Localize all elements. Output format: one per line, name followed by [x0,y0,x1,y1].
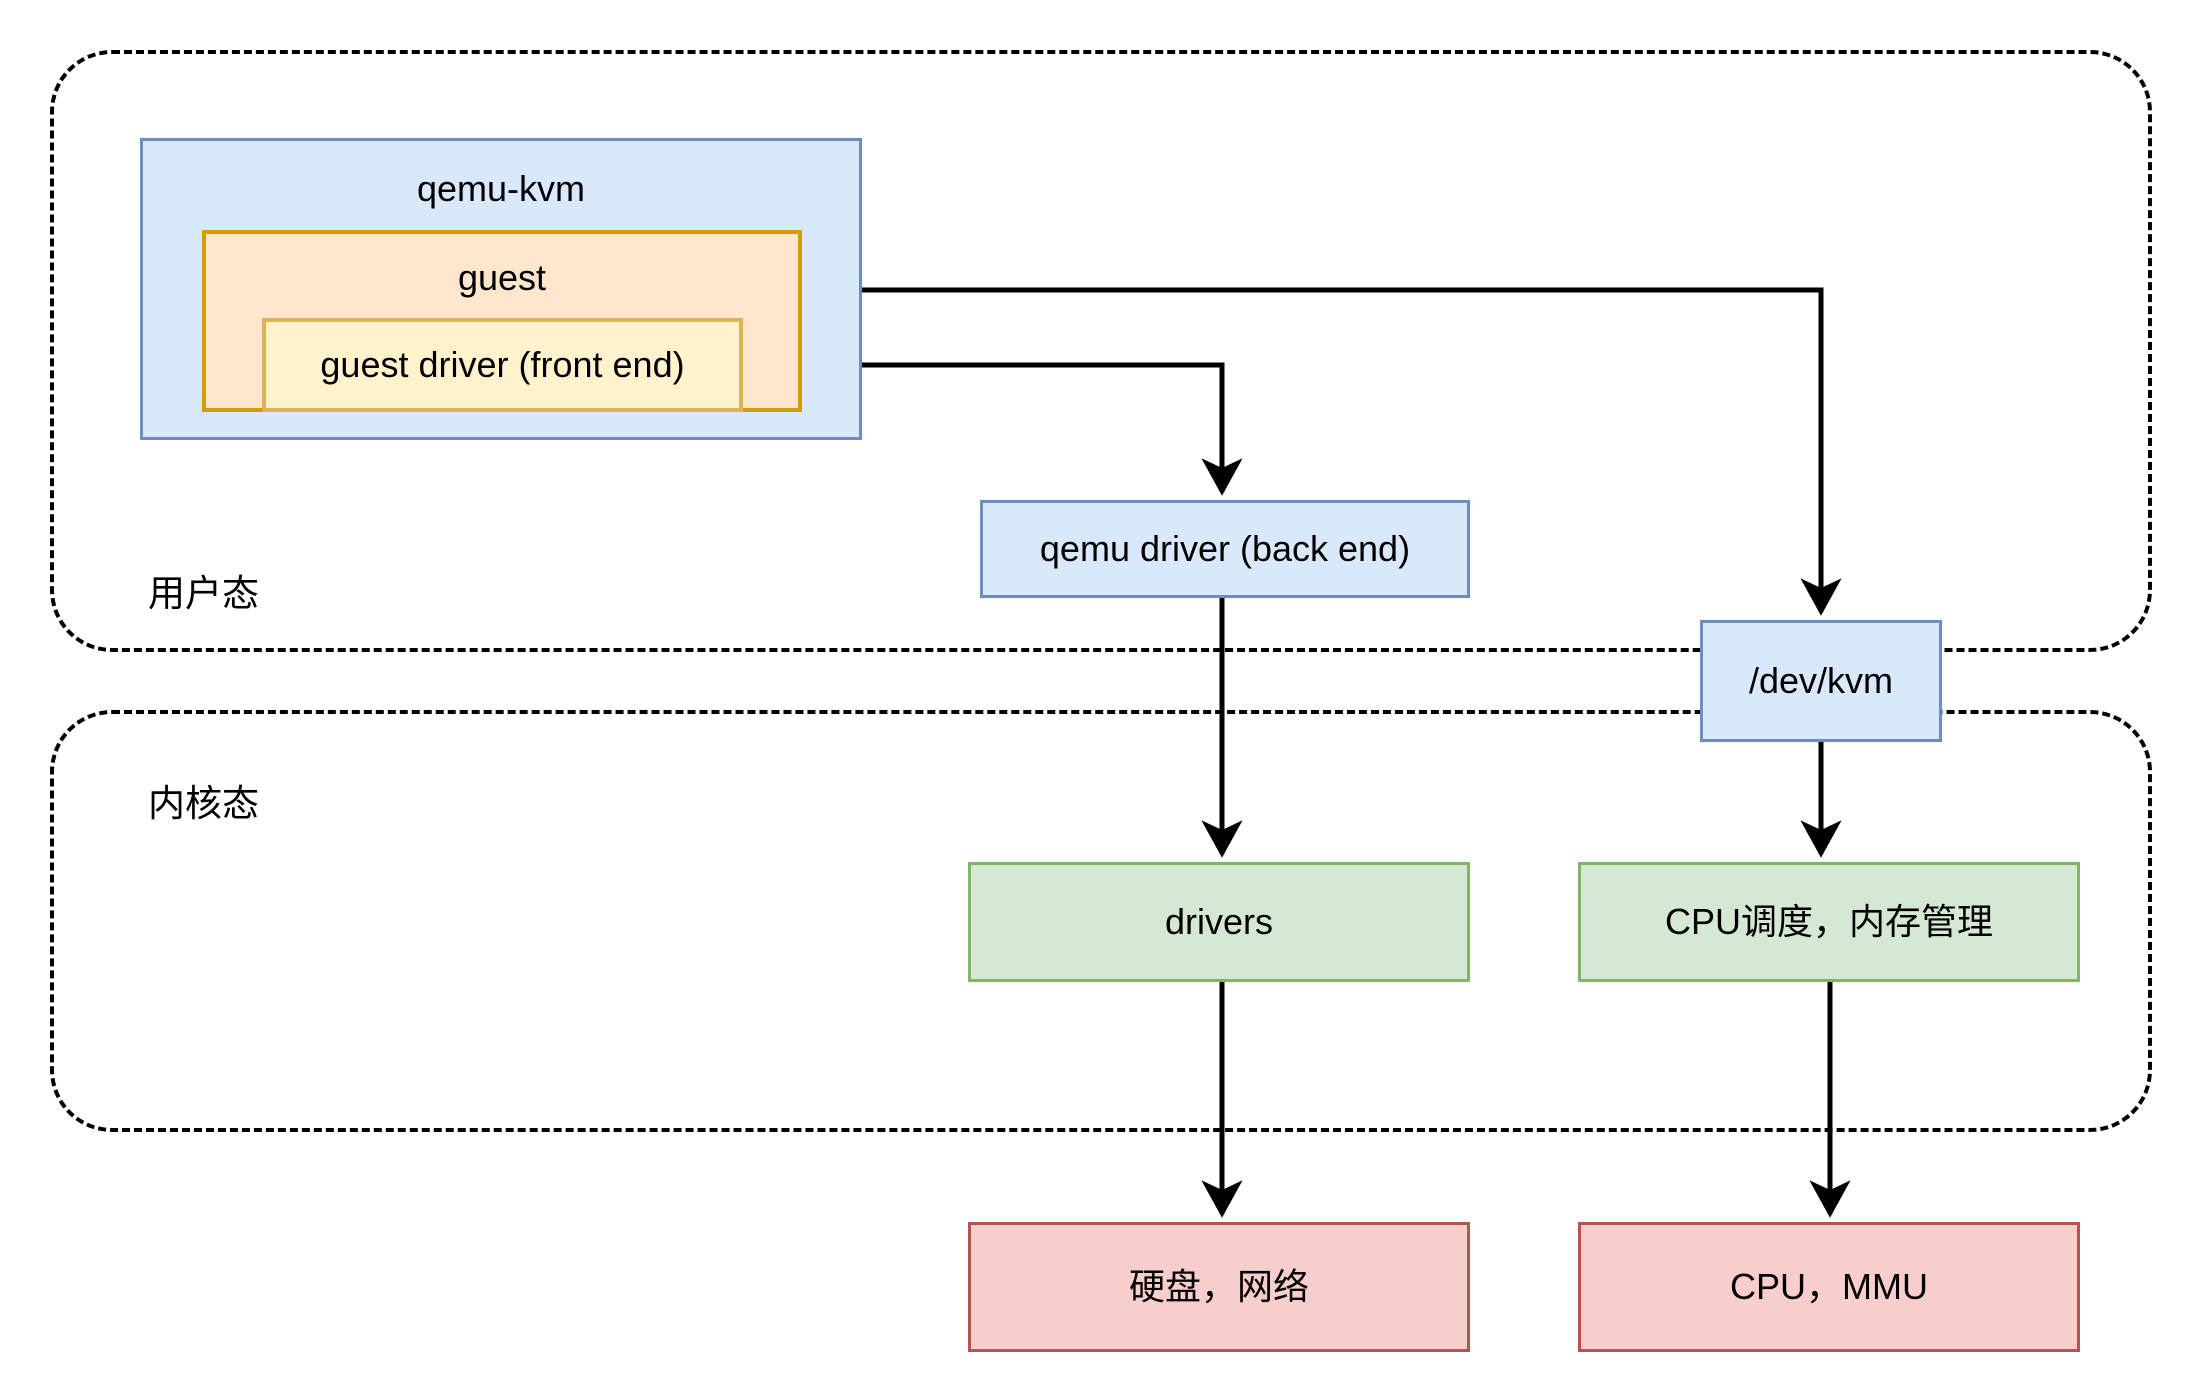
node-disk-net-label: 硬盘，网络 [1128,1266,1309,1308]
zone-kernel-mode-label: 内核态 [148,783,259,824]
node-guest-driver-label: guest driver (front end) [320,344,685,386]
zone-kernel-mode [50,710,2152,1132]
node-dev-kvm-label: /dev/kvm [1748,660,1894,702]
node-guest-driver[interactable]: guest driver (front end) [262,318,743,412]
node-drivers[interactable]: drivers [968,862,1470,982]
node-dev-kvm[interactable]: /dev/kvm [1700,620,1942,742]
node-guest-label: guest [457,257,547,298]
zone-user-mode [50,50,2152,652]
node-cpu-sched[interactable]: CPU调度，内存管理 [1578,862,2080,982]
node-qemu-kvm-label: qemu-kvm [416,168,586,209]
node-qemu-driver-label: qemu driver (back end) [1039,528,1411,570]
node-cpu-sched-label: CPU调度，内存管理 [1664,901,1993,943]
node-cpu-mmu[interactable]: CPU，MMU [1578,1222,2080,1352]
node-drivers-label: drivers [1164,901,1274,943]
node-disk-net[interactable]: 硬盘，网络 [968,1222,1470,1352]
node-cpu-mmu-label: CPU，MMU [1730,1266,1928,1308]
node-qemu-driver[interactable]: qemu driver (back end) [980,500,1470,598]
zone-user-mode-label: 用户态 [148,573,259,614]
